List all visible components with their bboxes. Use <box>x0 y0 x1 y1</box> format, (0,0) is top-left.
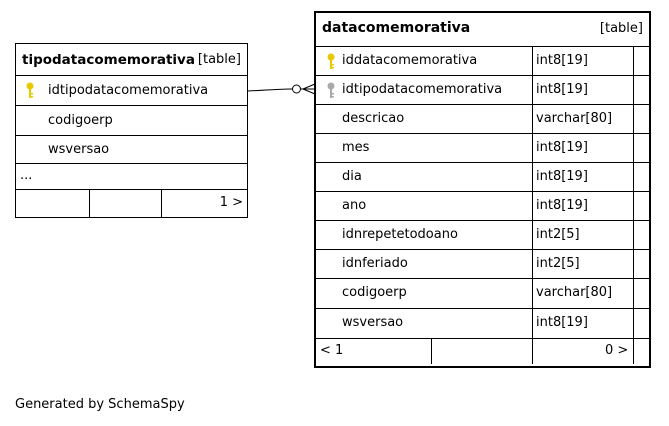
column-list: iddatacomemorativa int8[19] idtipodataco… <box>316 47 649 339</box>
column-type: varchar[80] <box>536 285 613 300</box>
column-type: int8[19] <box>536 169 588 184</box>
table-footer: < 1 0 > <box>316 339 649 364</box>
primary-key-icon <box>327 53 335 69</box>
foreign-key-icon <box>327 82 335 98</box>
footer-divider <box>431 339 432 364</box>
parent-count[interactable]: 1 > <box>219 195 243 210</box>
column-row[interactable]: wsversao <box>16 136 247 164</box>
column-name: ano <box>342 198 367 213</box>
footer-divider <box>633 339 634 364</box>
column-row[interactable]: idtipodatacomemorativa <box>16 76 247 106</box>
primary-key-icon <box>26 82 34 98</box>
table-header: tipodatacomemorativa [table] <box>16 44 247 76</box>
table-tipodatacomemorativa[interactable]: tipodatacomemorativa [table] idtipodatac… <box>15 43 248 218</box>
column-row[interactable]: wsversao int8[19] <box>316 309 649 339</box>
column-row[interactable]: dia int8[19] <box>316 163 649 192</box>
column-type: int8[19] <box>536 198 588 213</box>
column-name: codigoerp <box>342 285 407 300</box>
column-type: int2[5] <box>536 227 580 242</box>
column-row[interactable]: codigoerp <box>16 106 247 136</box>
column-type: int8[19] <box>536 82 588 97</box>
column-row[interactable]: idnferiado int2[5] <box>316 250 649 279</box>
ellipsis-row: ... <box>16 164 247 190</box>
column-row[interactable]: descricao varchar[80] <box>316 105 649 134</box>
column-name: dia <box>342 169 362 184</box>
column-name: idtipodatacomemorativa <box>342 82 503 97</box>
column-type: int8[19] <box>536 140 588 155</box>
column-row[interactable]: mes int8[19] <box>316 134 649 163</box>
zero-cardinality-circle <box>292 84 301 94</box>
column-row[interactable]: idtipodatacomemorativa int8[19] <box>316 76 649 105</box>
column-type: int2[5] <box>536 256 580 271</box>
column-name: idnrepetetodoano <box>342 227 458 242</box>
column-row[interactable]: idnrepetetodoano int2[5] <box>316 221 649 250</box>
column-name: iddatacomemorativa <box>342 53 478 68</box>
column-type: varchar[80] <box>536 111 613 126</box>
column-name: wsversao <box>342 315 404 330</box>
column-name: descricao <box>342 111 405 126</box>
table-header: datacomemorativa [table] <box>316 13 649 47</box>
scroll-divider <box>633 47 634 339</box>
generated-by-text: Generated by SchemaSpy <box>15 397 185 412</box>
table-footer: 1 > <box>16 190 247 217</box>
footer-divider <box>532 339 533 364</box>
footer-divider <box>161 190 162 217</box>
table-type-label: [table] <box>599 21 643 36</box>
footer-divider <box>89 190 90 217</box>
table-datacomemorativa[interactable]: datacomemorativa [table] iddatacomemorat… <box>314 11 651 368</box>
table-type-label: [table] <box>197 52 241 67</box>
column-row[interactable]: ano int8[19] <box>316 192 649 221</box>
column-name: idtipodatacomemorativa <box>48 83 209 98</box>
column-type: int8[19] <box>536 315 588 330</box>
column-name: wsversao <box>48 142 110 157</box>
type-divider <box>532 47 533 339</box>
table-name: datacomemorativa <box>322 20 471 36</box>
column-name: mes <box>342 140 370 155</box>
column-row[interactable]: iddatacomemorativa int8[19] <box>316 47 649 76</box>
child-count[interactable]: < 1 <box>320 343 344 358</box>
column-name: codigoerp <box>48 113 113 128</box>
table-name: tipodatacomemorativa <box>22 52 195 68</box>
column-type: int8[19] <box>536 53 588 68</box>
column-name: idnferiado <box>342 256 408 271</box>
ellipsis-text: ... <box>20 168 33 183</box>
parent-count[interactable]: 0 > <box>605 343 629 358</box>
column-row[interactable]: codigoerp varchar[80] <box>316 279 649 309</box>
